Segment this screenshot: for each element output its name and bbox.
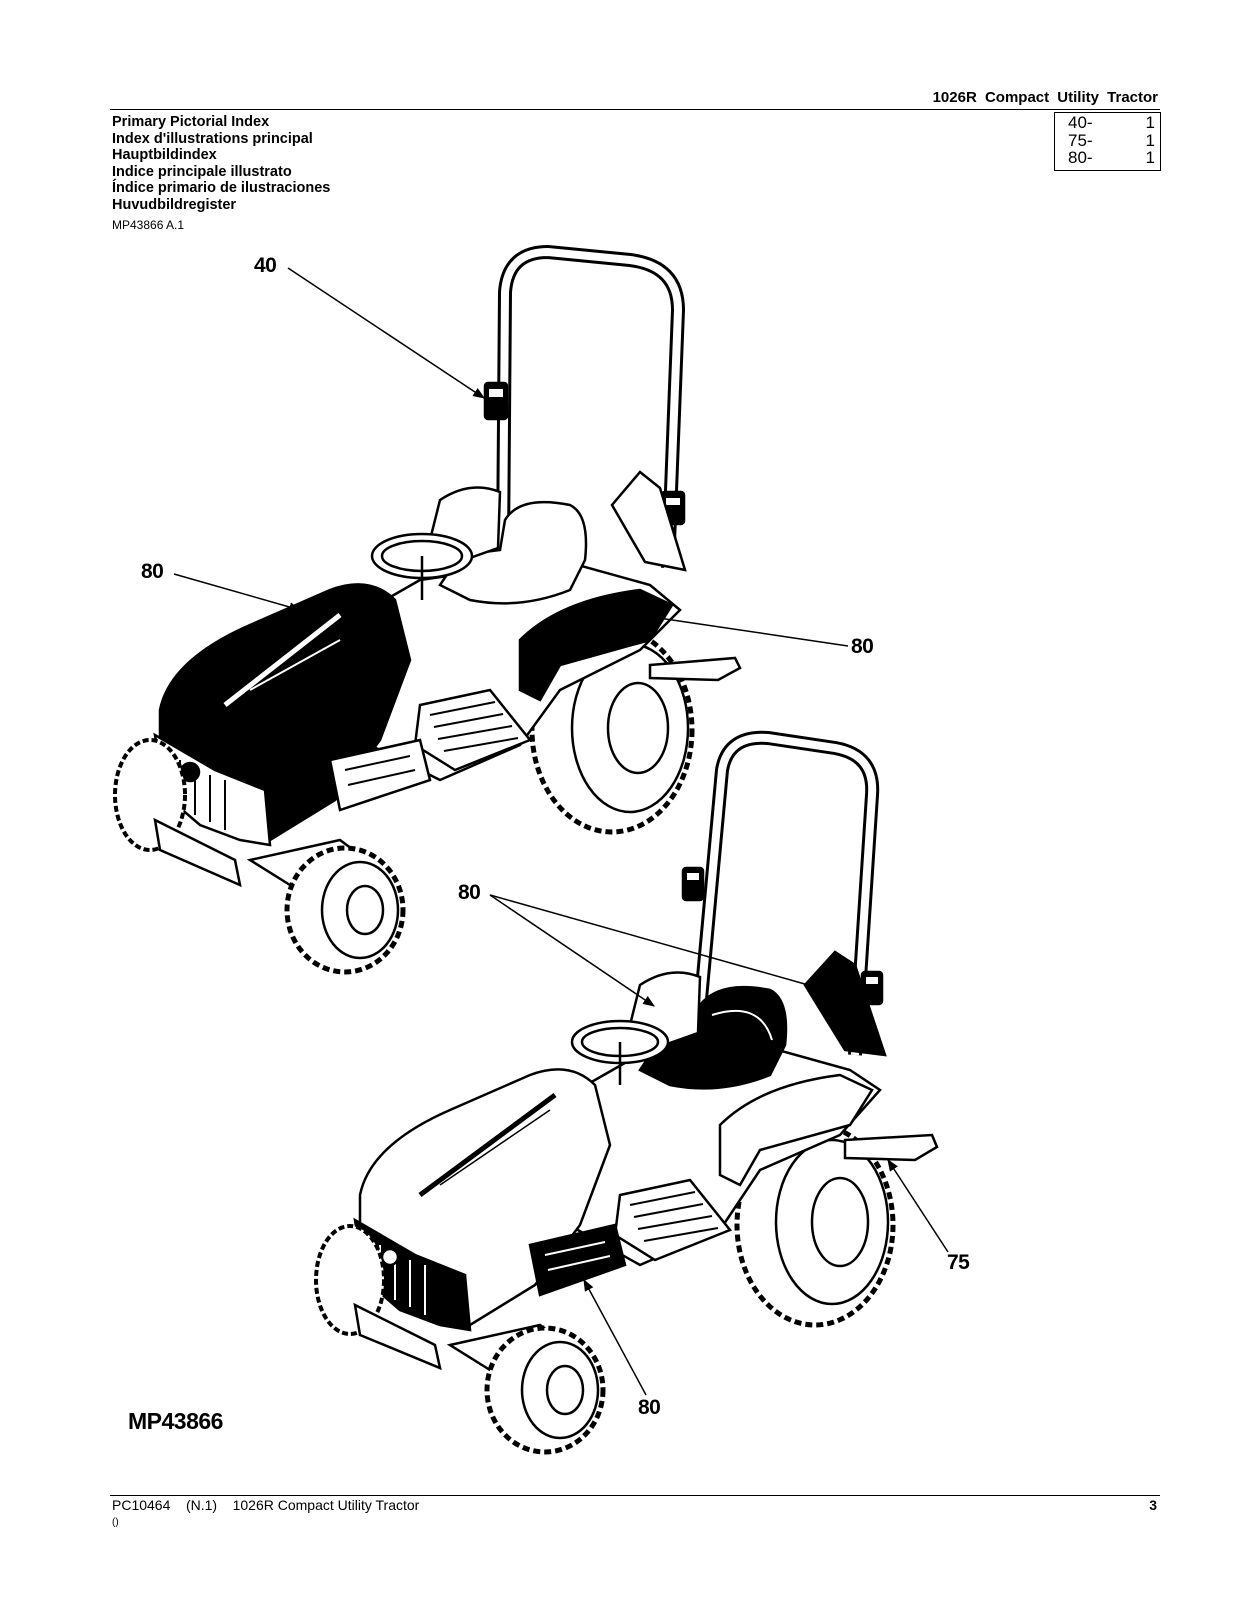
leader-80-fender [650,613,849,647]
title-line-french: Index d'illustrations principal [112,130,313,147]
index-section-link[interactable]: 75- [1068,130,1093,150]
callout-75[interactable]: 75 [947,1251,970,1274]
image-id-label: MP43866 [128,1408,223,1434]
front-wheel-upper [284,845,406,975]
footer-document-info: PC10464 (N.1) 1026R Compact Utility Trac… [112,1497,420,1513]
figure-reference: MP43866 A.1 [112,218,185,232]
section-index-table: 40- 1 75- 1 80- 1 [1054,112,1161,171]
title-line-german: Hauptbildindex [112,147,217,164]
document-title: 1026R Compact Utility Tractor [932,89,1158,106]
work-light-left [483,381,509,421]
tractor-view-upper [113,244,742,975]
index-quantity: 1 [1145,130,1155,150]
title-line-swedish: Huvudbildregister [112,196,237,213]
index-quantity: 1 [1145,113,1155,132]
rear-wheel-lower [734,1122,896,1328]
seat-upper [438,500,588,605]
leader-80-seat-b [489,894,828,992]
title-line-spanish: Índice primario de ilustraciones [112,180,331,197]
work-light-left [681,866,705,902]
leader-80-frame [583,1278,647,1396]
leader-80-hood [173,573,302,612]
callout-80-hood[interactable]: 80 [141,560,164,583]
index-row[interactable]: 75- 1 [1055,130,1160,150]
index-title-block: Primary Pictorial Index Index d'illustra… [112,114,330,214]
front-wheel-lower [484,1325,606,1455]
index-quantity: 1 [1145,148,1155,167]
tractor-view-lower [314,730,939,1455]
rollbar-lower [693,730,880,1056]
rollbar-upper [496,244,686,569]
steering-wheel-lower [570,1019,670,1085]
leader-75 [887,1158,949,1253]
leader-80-seat-a [489,894,655,1007]
title-line-italian: Indice principale illustrato [112,163,292,180]
callout-80-frame[interactable]: 80 [638,1396,661,1419]
index-row[interactable]: 80- 1 [1055,149,1160,167]
header-divider [110,109,1160,110]
page-number: 3 [1149,1497,1157,1513]
callout-leaders [173,267,949,1396]
footer-divider [110,1495,1160,1496]
index-section-link[interactable]: 80- [1068,148,1093,167]
index-row[interactable]: 40- 1 [1055,114,1160,132]
steering-wheel-upper [370,532,474,600]
leader-40 [287,267,486,399]
callout-40[interactable]: 40 [254,254,277,277]
callout-80-fender[interactable]: 80 [851,635,874,658]
index-section-link[interactable]: 40- [1068,113,1093,132]
callout-80-seat[interactable]: 80 [458,881,481,904]
title-line-english: Primary Pictorial Index [112,114,270,130]
footer-subtext: () [112,1517,119,1528]
